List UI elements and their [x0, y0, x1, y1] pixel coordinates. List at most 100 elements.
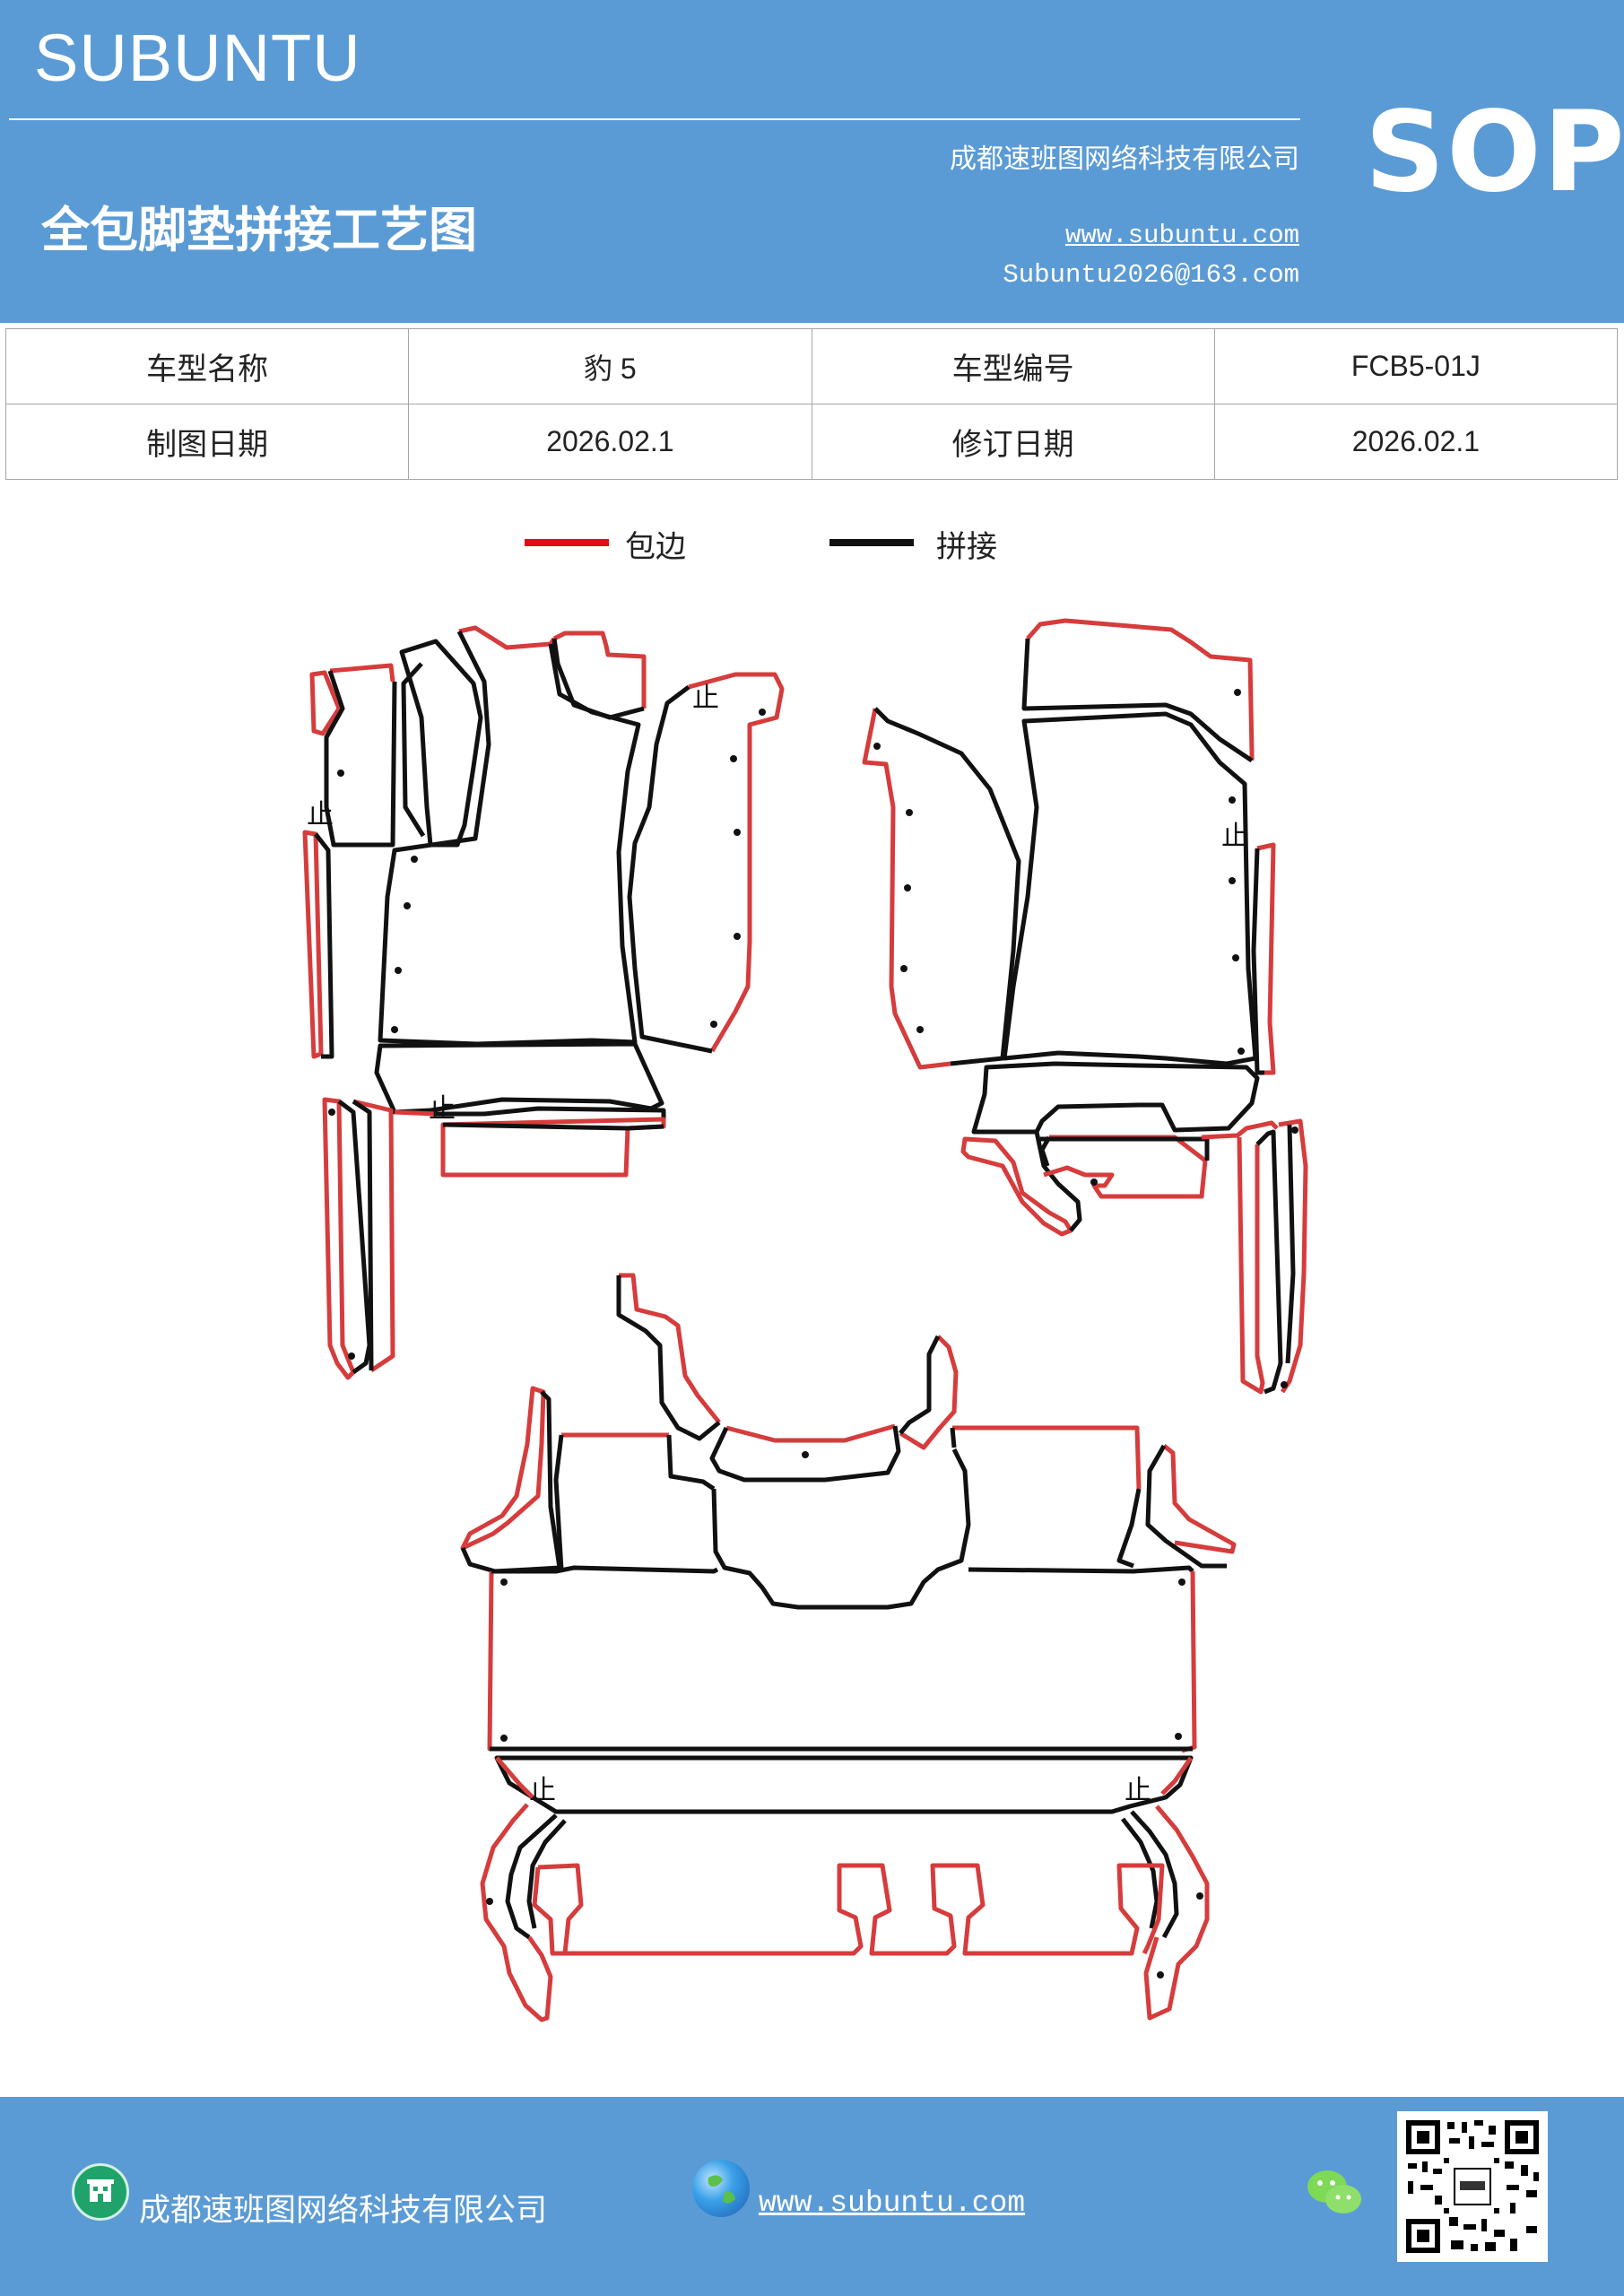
fixing-point [391, 1026, 398, 1033]
fixing-point [1291, 1126, 1298, 1134]
mat-piece [491, 1565, 719, 1574]
svg-text:止: 止 [307, 799, 334, 831]
stop-mark: 止 [1221, 821, 1248, 852]
brand-name: SUBUNTU [34, 21, 361, 95]
fixing-point [348, 1352, 355, 1360]
footer-banner: 成都速班图网络科技有限公司 www.subuntu.com [0, 2097, 1624, 2296]
footer-company-name: 成都速班图网络科技有限公司 [139, 2193, 548, 2229]
mat-piece [1116, 1488, 1142, 1569]
mat-piece [1160, 1756, 1194, 1796]
fixing-point [1281, 1381, 1288, 1388]
fixing-point [730, 755, 737, 762]
mat-piece [1021, 638, 1254, 763]
wechat-icon[interactable] [1302, 2163, 1367, 2221]
table-row: 制图日期 2026.02.1 修订日期 2026.02.1 [4, 404, 1619, 480]
stop-mark: 止 [429, 1093, 456, 1125]
mat-piece [960, 1136, 1073, 1237]
mat-piece [552, 631, 647, 709]
fixing-point [906, 809, 913, 816]
mat-piece [1002, 711, 1258, 1066]
mat-piece [324, 670, 397, 848]
fixing-point [500, 1578, 508, 1586]
mat-piece [725, 1423, 896, 1443]
svg-text:止: 止 [692, 683, 719, 714]
floor-mat-diagram: 止 止 止 [302, 618, 1308, 2022]
mat-piece [899, 1335, 959, 1450]
footer-website-link[interactable]: www.subuntu.com [759, 2187, 1026, 2220]
building-icon [72, 2163, 129, 2221]
mat-piece [1162, 1444, 1237, 1554]
stop-mark: 止 [307, 799, 334, 831]
mat-piece [487, 1570, 511, 1752]
fixing-point [395, 967, 402, 974]
mat-piece [873, 707, 1021, 1066]
mat-piece [1201, 1120, 1279, 1140]
fixing-point [1238, 1048, 1245, 1055]
legend-splice-swatch [829, 539, 914, 546]
mat-piece [329, 663, 395, 683]
fixing-point [904, 884, 911, 891]
mat-piece [532, 1866, 565, 1956]
mat-piece [526, 1819, 567, 1929]
mat-piece [619, 1273, 721, 1424]
mat-piece [442, 1122, 664, 1131]
stop-mark: 止 [1125, 1775, 1151, 1806]
fixing-point [916, 1026, 924, 1033]
mat-piece [1043, 1135, 1208, 1199]
website-link[interactable]: www.subuntu.com [1064, 221, 1299, 250]
mat-piece [1278, 1118, 1308, 1394]
fixing-point [1178, 1578, 1185, 1586]
mat-piece [1039, 1135, 1052, 1167]
svg-text:止: 止 [1221, 821, 1248, 852]
mat-piece [1130, 1810, 1179, 1939]
mat-piece [352, 1099, 374, 1371]
stop-mark: 止 [692, 683, 719, 714]
mat-piece [1285, 1124, 1296, 1364]
fixing-point [900, 965, 908, 972]
mat-piece [862, 708, 951, 1070]
mat-piece [553, 1434, 564, 1570]
page-title: 全包脚垫拼接工艺图 [41, 202, 477, 258]
fixing-point [328, 1109, 335, 1116]
revise-date-label: 修订日期 [811, 404, 1215, 480]
legend-edge-swatch [525, 539, 609, 546]
fixing-point [1234, 689, 1241, 696]
fixing-point [1232, 954, 1239, 961]
mat-piece [952, 1425, 1142, 1490]
mat-piece [968, 1565, 1194, 1574]
mat-piece [688, 672, 785, 1053]
mat-piece [1026, 618, 1255, 761]
globe-icon [692, 2160, 750, 2217]
revise-date-value: 2026.02.1 [1213, 404, 1619, 480]
mat-piece [309, 670, 342, 736]
legend-edge-label: 包边 [625, 529, 686, 565]
mat-piece [480, 1803, 553, 2022]
mat-piece [551, 638, 645, 720]
fixing-point [759, 709, 766, 716]
mat-piece [1237, 1136, 1265, 1395]
mat-piece [1145, 1444, 1227, 1569]
fixing-point [411, 856, 418, 863]
mat-piece [1143, 1805, 1210, 2021]
fixing-point [1090, 1178, 1098, 1186]
mat-piece [314, 832, 334, 1059]
fixing-point [1175, 1733, 1182, 1740]
front-right-mat-group: 止 [862, 618, 1308, 1395]
svg-text:止: 止 [429, 1093, 456, 1125]
mat-piece [494, 1755, 1194, 1814]
model-code-value: FCB5-01J [1213, 328, 1619, 404]
header-divider [9, 118, 1300, 120]
mat-piece [322, 1097, 356, 1380]
mat-piece [436, 1106, 666, 1121]
mat-piece [1255, 1129, 1283, 1395]
mat-piece [899, 1335, 941, 1435]
mat-piece [495, 1756, 534, 1799]
mat-piece [1181, 1570, 1197, 1753]
qr-code [1397, 2111, 1548, 2262]
mat-piece [950, 1427, 957, 1448]
fixing-point [337, 770, 344, 777]
mat-piece [1034, 1131, 1082, 1232]
email-text: Subuntu2026@163.com [1003, 260, 1299, 290]
fixing-point [802, 1451, 809, 1458]
info-table: 车型名称 豹 5 车型编号 FCB5-01J 制图日期 2026.02.1 修订… [4, 328, 1619, 480]
